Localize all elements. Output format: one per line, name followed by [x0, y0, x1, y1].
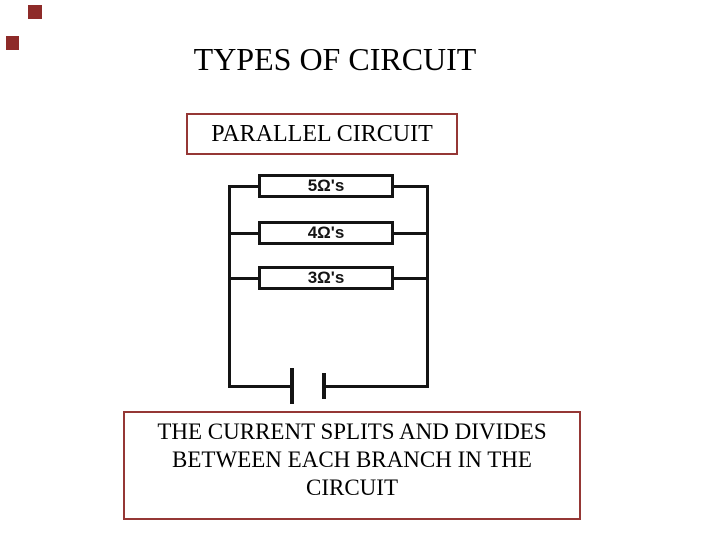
- caption-box: THE CURRENT SPLITS AND DIVIDES BETWEEN E…: [123, 411, 581, 520]
- wire-connector: [228, 277, 258, 280]
- decor-square-icon: [28, 5, 42, 19]
- wire-connector: [394, 277, 429, 280]
- resistor-box: 5Ω's: [258, 174, 394, 198]
- wire-left-rail: [228, 185, 231, 388]
- slide-title: TYPES OF CIRCUIT: [193, 41, 477, 77]
- resistor-label: 3Ω's: [307, 268, 345, 287]
- wire-right-rail: [426, 185, 429, 388]
- wire-connector: [394, 185, 429, 188]
- resistor-label: 4Ω's: [307, 223, 345, 242]
- resistor-box: 3Ω's: [258, 266, 394, 290]
- wire-bottom: [228, 385, 292, 388]
- caption-line: CIRCUIT: [306, 475, 398, 500]
- battery-icon: [322, 373, 326, 399]
- wire-connector: [228, 232, 258, 235]
- wire-connector: [394, 232, 429, 235]
- caption-line: BETWEEN EACH BRANCH IN THE: [172, 447, 532, 472]
- parallel-circuit-label: PARALLEL CIRCUIT: [211, 120, 433, 147]
- decor-square-icon: [6, 36, 19, 50]
- wire-bottom: [323, 385, 429, 388]
- caption-line: THE CURRENT SPLITS AND DIVIDES: [157, 419, 547, 444]
- resistor-label: 5Ω's: [307, 176, 345, 195]
- parallel-circuit-label-box: PARALLEL CIRCUIT: [186, 113, 458, 155]
- wire-connector: [228, 185, 258, 188]
- battery-icon: [290, 368, 294, 404]
- resistor-box: 4Ω's: [258, 221, 394, 245]
